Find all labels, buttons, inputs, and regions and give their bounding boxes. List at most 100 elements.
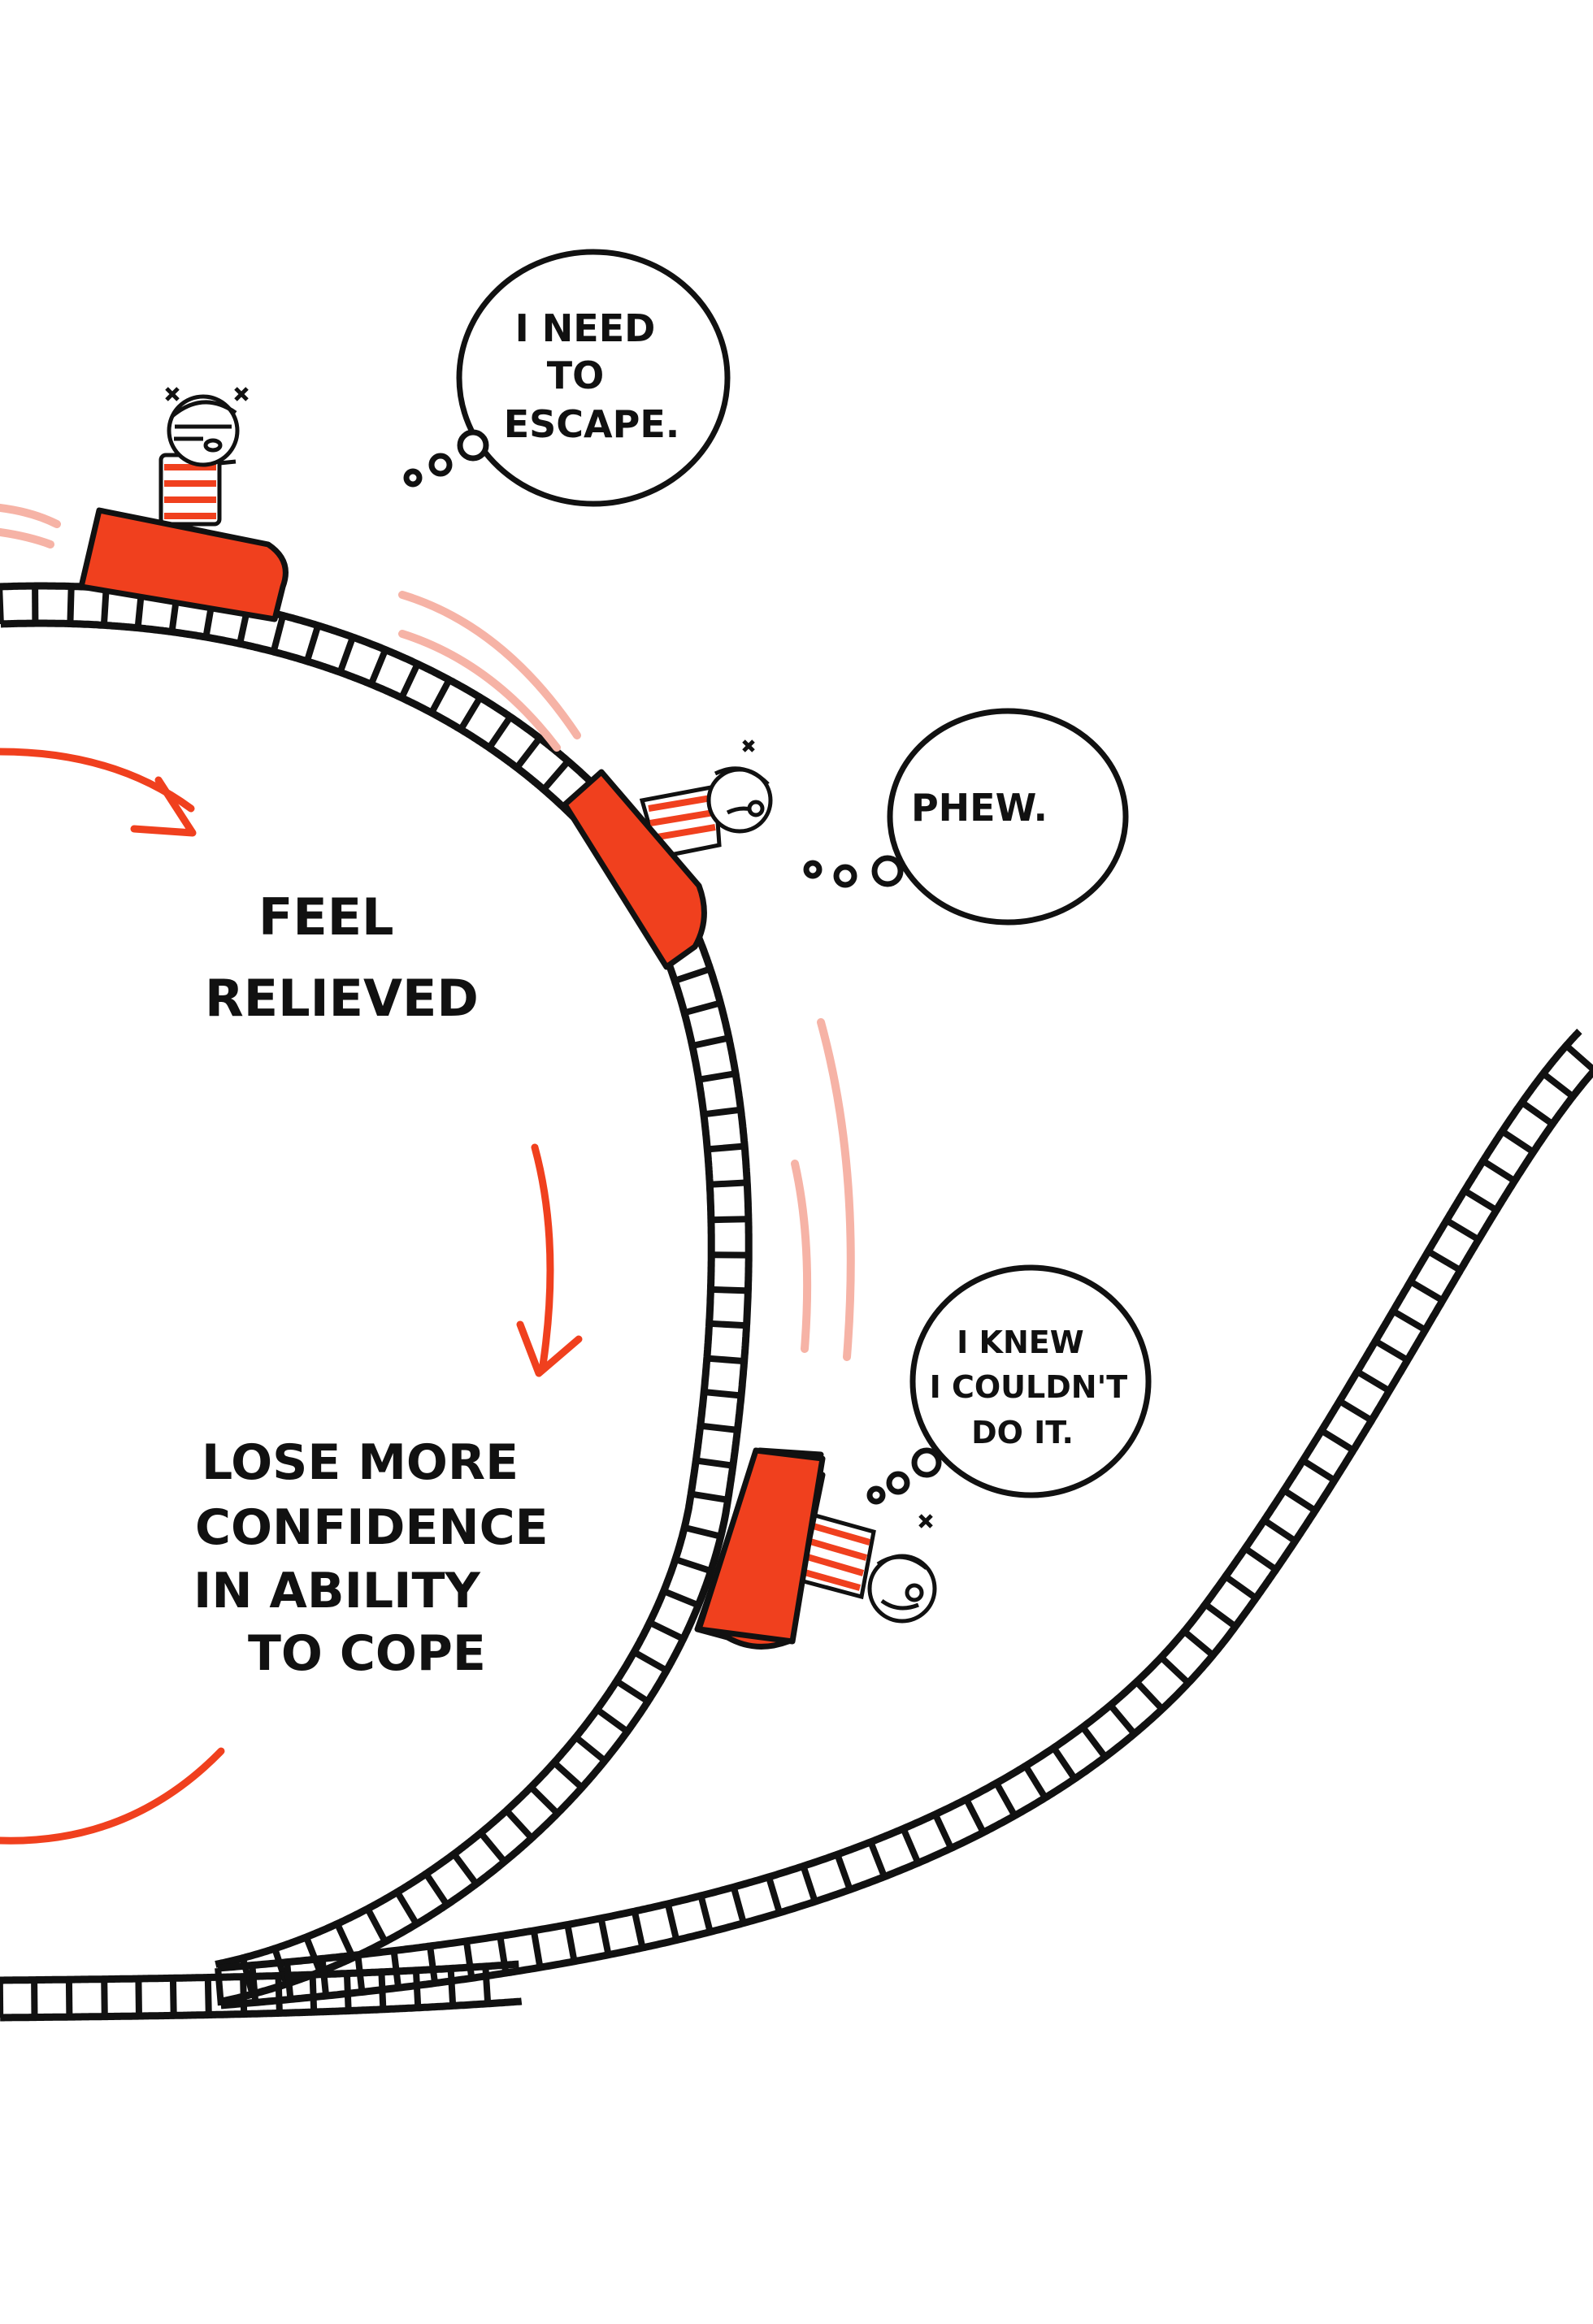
cycle-arrow-middle-head [516,1320,583,1377]
rising-track-tie [1355,1368,1391,1394]
loop-track-tie [595,1706,630,1735]
loop-track-tie [662,1588,700,1609]
loop-track-tie [632,1649,669,1674]
rising-track-tie [1203,1602,1238,1629]
loop-track-rail [0,582,753,2005]
loop-track-tie [698,1070,736,1083]
rising-track-tie [932,1813,954,1850]
rising-track-tie [497,1935,510,1974]
thought-bubble [887,708,1129,926]
cycle-label-line: LOSE MORE [202,1434,519,1491]
rising-track-tie [1262,1517,1297,1544]
motion-line [398,630,561,752]
loop-track-tie [486,714,514,750]
thought-bubble-escape: I NEED TO ESCAPE. [403,249,731,507]
loop-track-tie [458,696,484,731]
rising-track-tie [1462,1187,1499,1213]
loop-track-tie [368,648,388,686]
coaster-car-lower [694,1447,937,1650]
loop-track-tie [398,662,421,700]
loop-track-tie [710,1286,749,1294]
rising-track-tie [1374,1338,1409,1364]
rising-track-tie [1541,1071,1575,1099]
coaster-car-middle [562,739,773,970]
rising-track-tie [1564,1043,1593,1073]
rising-track-tie [834,1853,853,1891]
loop-track-tie [710,1179,748,1188]
cycle-label-line: IN ABILITY [193,1563,481,1619]
rising-track-tie [800,1865,818,1903]
coaster-car [562,769,707,970]
loop-track-tie [303,1936,323,1974]
base-track-tie [169,1978,177,2016]
loop-track-tie [674,1556,712,1575]
rising-track-tie [730,1886,747,1924]
loop-track-tie [710,1216,749,1224]
rising-track-tie [1444,1217,1481,1242]
rising-track-tie [597,1917,612,1956]
rising-track-tie [390,1950,402,1988]
rising-track-tie [1426,1248,1462,1273]
rising-track-rail [216,1028,1582,1972]
base-track-tie [275,1975,283,2014]
cycle-arrow-middle [531,1143,554,1369]
rising-track-tie [1500,1128,1535,1155]
rising-track-tie [1223,1573,1258,1601]
coaster-car [78,507,289,622]
thought-text-line: PHEW. [911,786,1048,830]
rising-track-tie [1319,1428,1356,1454]
rising-track-tie [1409,1278,1445,1303]
rising-track-tie [1182,1628,1215,1658]
cycle-label-line: RELIEVED [205,969,479,1028]
rising-track-tie [1022,1764,1048,1800]
cycle-label-line: FEEL [258,887,394,947]
thought-text-line: TO [547,353,604,397]
loop-track-tie [706,1355,745,1365]
motion-line [0,504,61,528]
loop-track-tie [451,1852,480,1886]
rising-track-tie [1108,1702,1137,1736]
loop-track-tie [394,1890,419,1926]
motion-line [817,1018,855,1361]
rider-figure [798,1508,937,1624]
base-track-tie [240,1976,248,2014]
base-track-tie [101,1979,108,2017]
loop-track-tie [364,1907,388,1944]
rising-track-rail [219,1066,1593,2010]
loop-track-tie [67,586,75,624]
loop-track-tie [683,999,722,1017]
loop-track-tie [478,1831,507,1864]
rising-track-tie [867,1841,888,1879]
loop-track-tie [336,635,356,674]
rising-track-tie [697,1894,714,1933]
thought-bubble-couldnt: I KNEW I COULDN'T DO IT. [866,1264,1152,1505]
loop-track-tie [703,1389,742,1399]
motion-line [398,591,581,739]
base-track-tie [135,1978,142,2017]
loop-track-tie [540,759,571,792]
thought-bubble-phew: PHEW. [803,708,1129,926]
rising-track-tie [631,1910,646,1949]
cycle-arrow-bottom [0,1747,225,1845]
base-track-rail [0,1997,524,2022]
loop-track-tie [303,624,322,662]
rising-track-tie [215,1967,224,2006]
rising-track-tie [900,1827,922,1865]
base-track-tie [309,1974,318,2013]
loop-track-tie [552,1760,584,1790]
rising-track-tie [1282,1487,1317,1514]
loop-track-tie [528,1784,560,1816]
loop-track-tie [690,1490,729,1503]
rising-track-tie [1080,1725,1108,1759]
rising-track-tie [993,1781,1018,1818]
rising-track-tie [530,1930,544,1968]
label-feel-relieved: FEEL RELIEVED [205,887,479,1028]
loop-track-tie [100,588,110,626]
motion-line [0,528,54,548]
loop-track-tie [706,1142,745,1153]
thought-bubble [456,249,731,507]
thought-bubble [909,1264,1152,1498]
rising-track-tie [354,1954,366,1992]
loop-track-tie [695,1457,734,1469]
